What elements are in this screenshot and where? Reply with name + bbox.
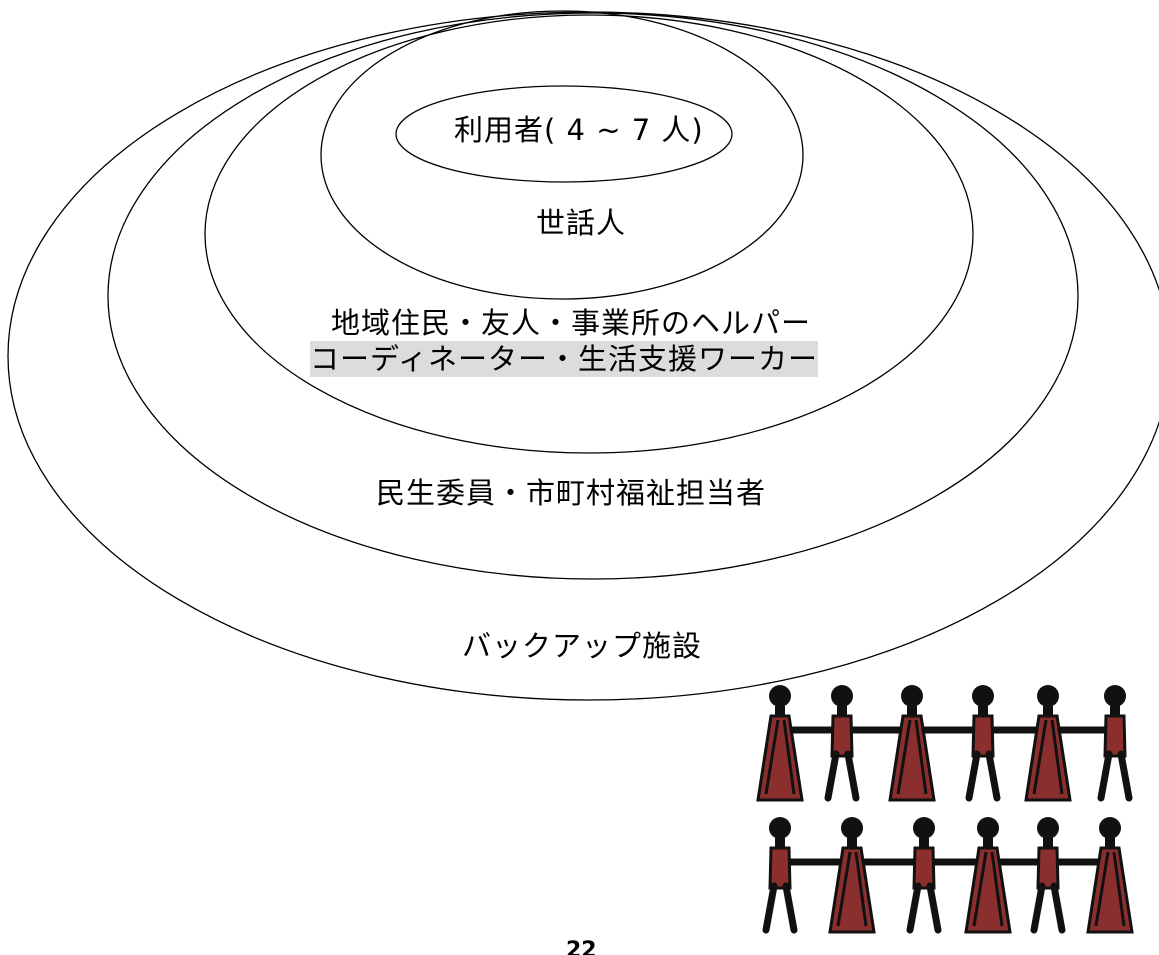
person-figure	[1024, 685, 1072, 802]
page-number: 22	[566, 938, 597, 955]
ring-users	[395, 85, 733, 183]
ring-community	[204, 14, 974, 454]
label-caretaker: 世話人	[536, 206, 627, 240]
label-community-line1: 地域住民・友人・事業所のヘルパー	[331, 306, 812, 340]
person-figure	[762, 817, 798, 934]
label-community-line2: コーディネーター・生活支援ワーカー	[310, 341, 818, 377]
person-figure	[1086, 817, 1134, 934]
person-figure	[888, 685, 936, 802]
person-figure	[824, 685, 860, 802]
person-figure	[1097, 685, 1133, 802]
person-figure	[906, 817, 942, 934]
label-backup-facility: バックアップ施設	[462, 629, 703, 663]
person-figure	[965, 685, 1001, 802]
person-figure	[964, 817, 1012, 934]
label-welfare: 民生委員・市町村福祉担当者	[376, 476, 767, 510]
ring-caretaker	[320, 10, 804, 300]
person-figure	[1030, 817, 1066, 934]
person-figure	[828, 817, 876, 934]
label-users: 利用者( 4 ~ 7 人)	[454, 113, 704, 147]
ring-welfare	[107, 12, 1079, 580]
people-holding-hands-illustration	[756, 685, 1134, 934]
person-figure	[756, 685, 804, 802]
